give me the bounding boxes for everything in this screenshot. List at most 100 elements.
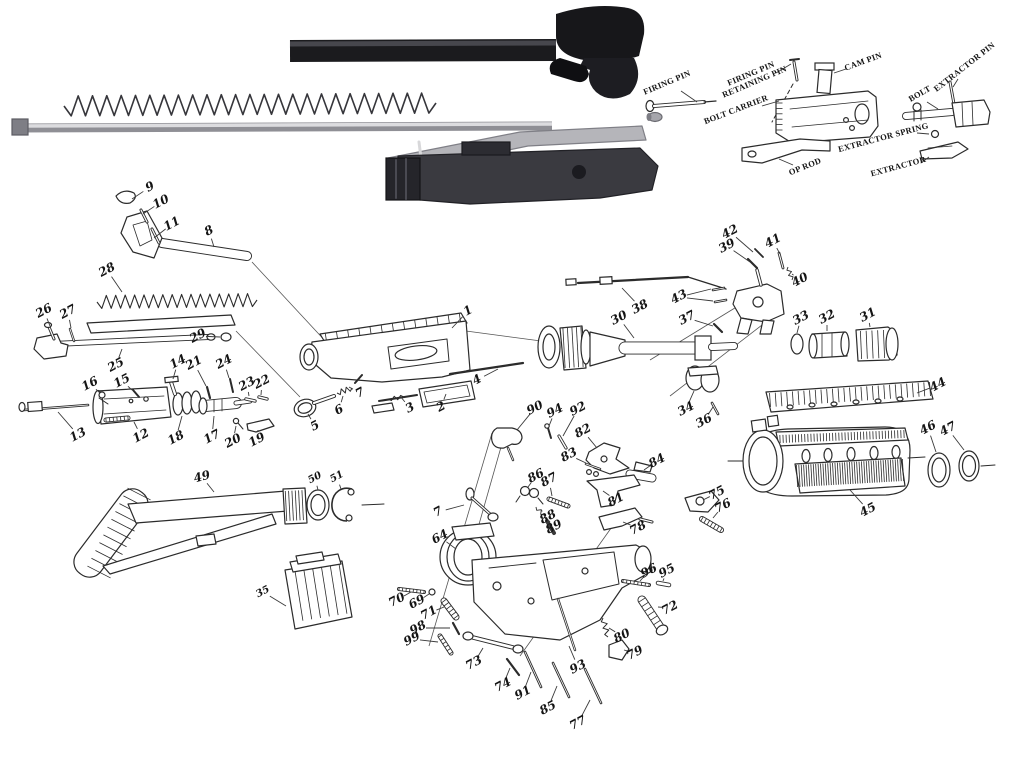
tick-line	[873, 460, 876, 483]
part-leader-line	[133, 421, 138, 430]
ellipse-shape	[808, 402, 816, 408]
part-leader-line	[340, 395, 344, 403]
part-leader-line	[643, 465, 651, 471]
ellipse-shape	[869, 445, 879, 461]
polygon-shape	[542, 551, 620, 601]
tick-line	[870, 460, 873, 483]
tick-line	[647, 610, 655, 617]
circle-shape	[492, 581, 502, 591]
tick-line	[854, 387, 857, 402]
tick-line	[791, 391, 794, 406]
part-number-41: 41	[762, 230, 783, 250]
part-leader-line	[436, 606, 445, 611]
bolt-carrier-detail-layer	[645, 58, 991, 164]
tick-line	[444, 644, 449, 648]
rod-outline	[378, 394, 418, 402]
part-leader-line	[69, 319, 72, 329]
tick-line	[450, 611, 457, 616]
callout-leader-line	[952, 78, 959, 88]
rod-fill	[234, 399, 252, 405]
tick-line	[438, 634, 442, 638]
ellipse-shape	[18, 401, 26, 413]
part-number-14: 14	[167, 351, 188, 371]
rod-outline	[451, 621, 461, 636]
part-leader-line	[446, 541, 457, 550]
part-leader-line	[172, 369, 177, 380]
line-shape	[789, 100, 869, 110]
part-leader-line	[623, 324, 635, 339]
tick-line	[894, 459, 897, 482]
tick-line	[795, 464, 799, 488]
part-number-64: 64	[429, 526, 450, 546]
tick-line	[575, 327, 580, 368]
part-leader-line	[688, 390, 695, 402]
part-leader-line	[95, 389, 101, 394]
rod-fill	[584, 668, 602, 704]
line-shape	[488, 562, 537, 569]
spring-coil	[387, 394, 405, 402]
tick-line	[716, 525, 720, 531]
tick-line	[303, 569, 313, 620]
path-shape	[490, 427, 523, 449]
rect-shape	[461, 141, 511, 156]
part-leader-line	[581, 699, 591, 717]
part-leader-line	[952, 435, 965, 451]
tick-line	[865, 330, 868, 359]
part-leader-line	[776, 247, 781, 255]
tick-line	[769, 392, 771, 408]
part-number-42: 42	[719, 221, 740, 241]
rod-fill	[397, 587, 426, 594]
ring-shape	[931, 457, 947, 483]
part-leader-line	[234, 425, 237, 434]
tick-line	[709, 522, 714, 527]
callout-leader-line	[916, 132, 930, 135]
tick-line	[810, 464, 813, 487]
tick-line	[644, 606, 652, 612]
part-leader-line	[131, 191, 144, 200]
part-leader-line	[791, 273, 794, 276]
tick-line	[836, 462, 839, 485]
rod-outline	[205, 385, 212, 400]
rect-shape	[73, 488, 149, 578]
part-leader-line	[733, 250, 751, 263]
ellipse-shape	[896, 396, 904, 402]
part-number-84: 84	[646, 450, 667, 470]
rect-shape	[164, 375, 179, 384]
exploded-view-layer	[18, 190, 996, 705]
rod-outline	[505, 657, 521, 677]
tick-line	[829, 463, 832, 486]
tick-line	[650, 615, 658, 621]
polygon-shape	[775, 90, 879, 144]
ellipse-shape	[874, 398, 882, 404]
part-leader-line	[111, 276, 123, 293]
tick-line	[917, 382, 920, 397]
tick-line	[338, 564, 348, 614]
part-leader-line	[316, 485, 319, 491]
rod-fill	[558, 435, 567, 449]
part-leader-line	[707, 406, 714, 415]
tick-line	[832, 462, 835, 485]
circle-shape	[345, 514, 353, 522]
tick-line	[885, 459, 888, 482]
tick-line	[449, 651, 453, 655]
tick-line	[877, 460, 880, 483]
line-shape	[237, 422, 244, 430]
rect-shape	[750, 418, 768, 433]
tick-line	[566, 503, 570, 509]
rod-fill	[169, 380, 177, 396]
tick-line	[441, 598, 447, 604]
tick-line	[803, 464, 806, 487]
tick-line	[566, 327, 571, 368]
rod-fill	[524, 651, 542, 688]
tick-line	[929, 381, 931, 397]
part-leader-line	[477, 647, 484, 657]
tick-line	[288, 490, 291, 521]
rod-fill	[557, 598, 576, 651]
rod-fill	[151, 228, 160, 244]
line-shape	[687, 276, 727, 290]
rod-fill	[312, 394, 336, 405]
ellipse-shape	[462, 631, 474, 641]
circle-shape	[592, 471, 599, 478]
polygon-shape	[759, 319, 775, 335]
circle-shape	[752, 296, 764, 308]
